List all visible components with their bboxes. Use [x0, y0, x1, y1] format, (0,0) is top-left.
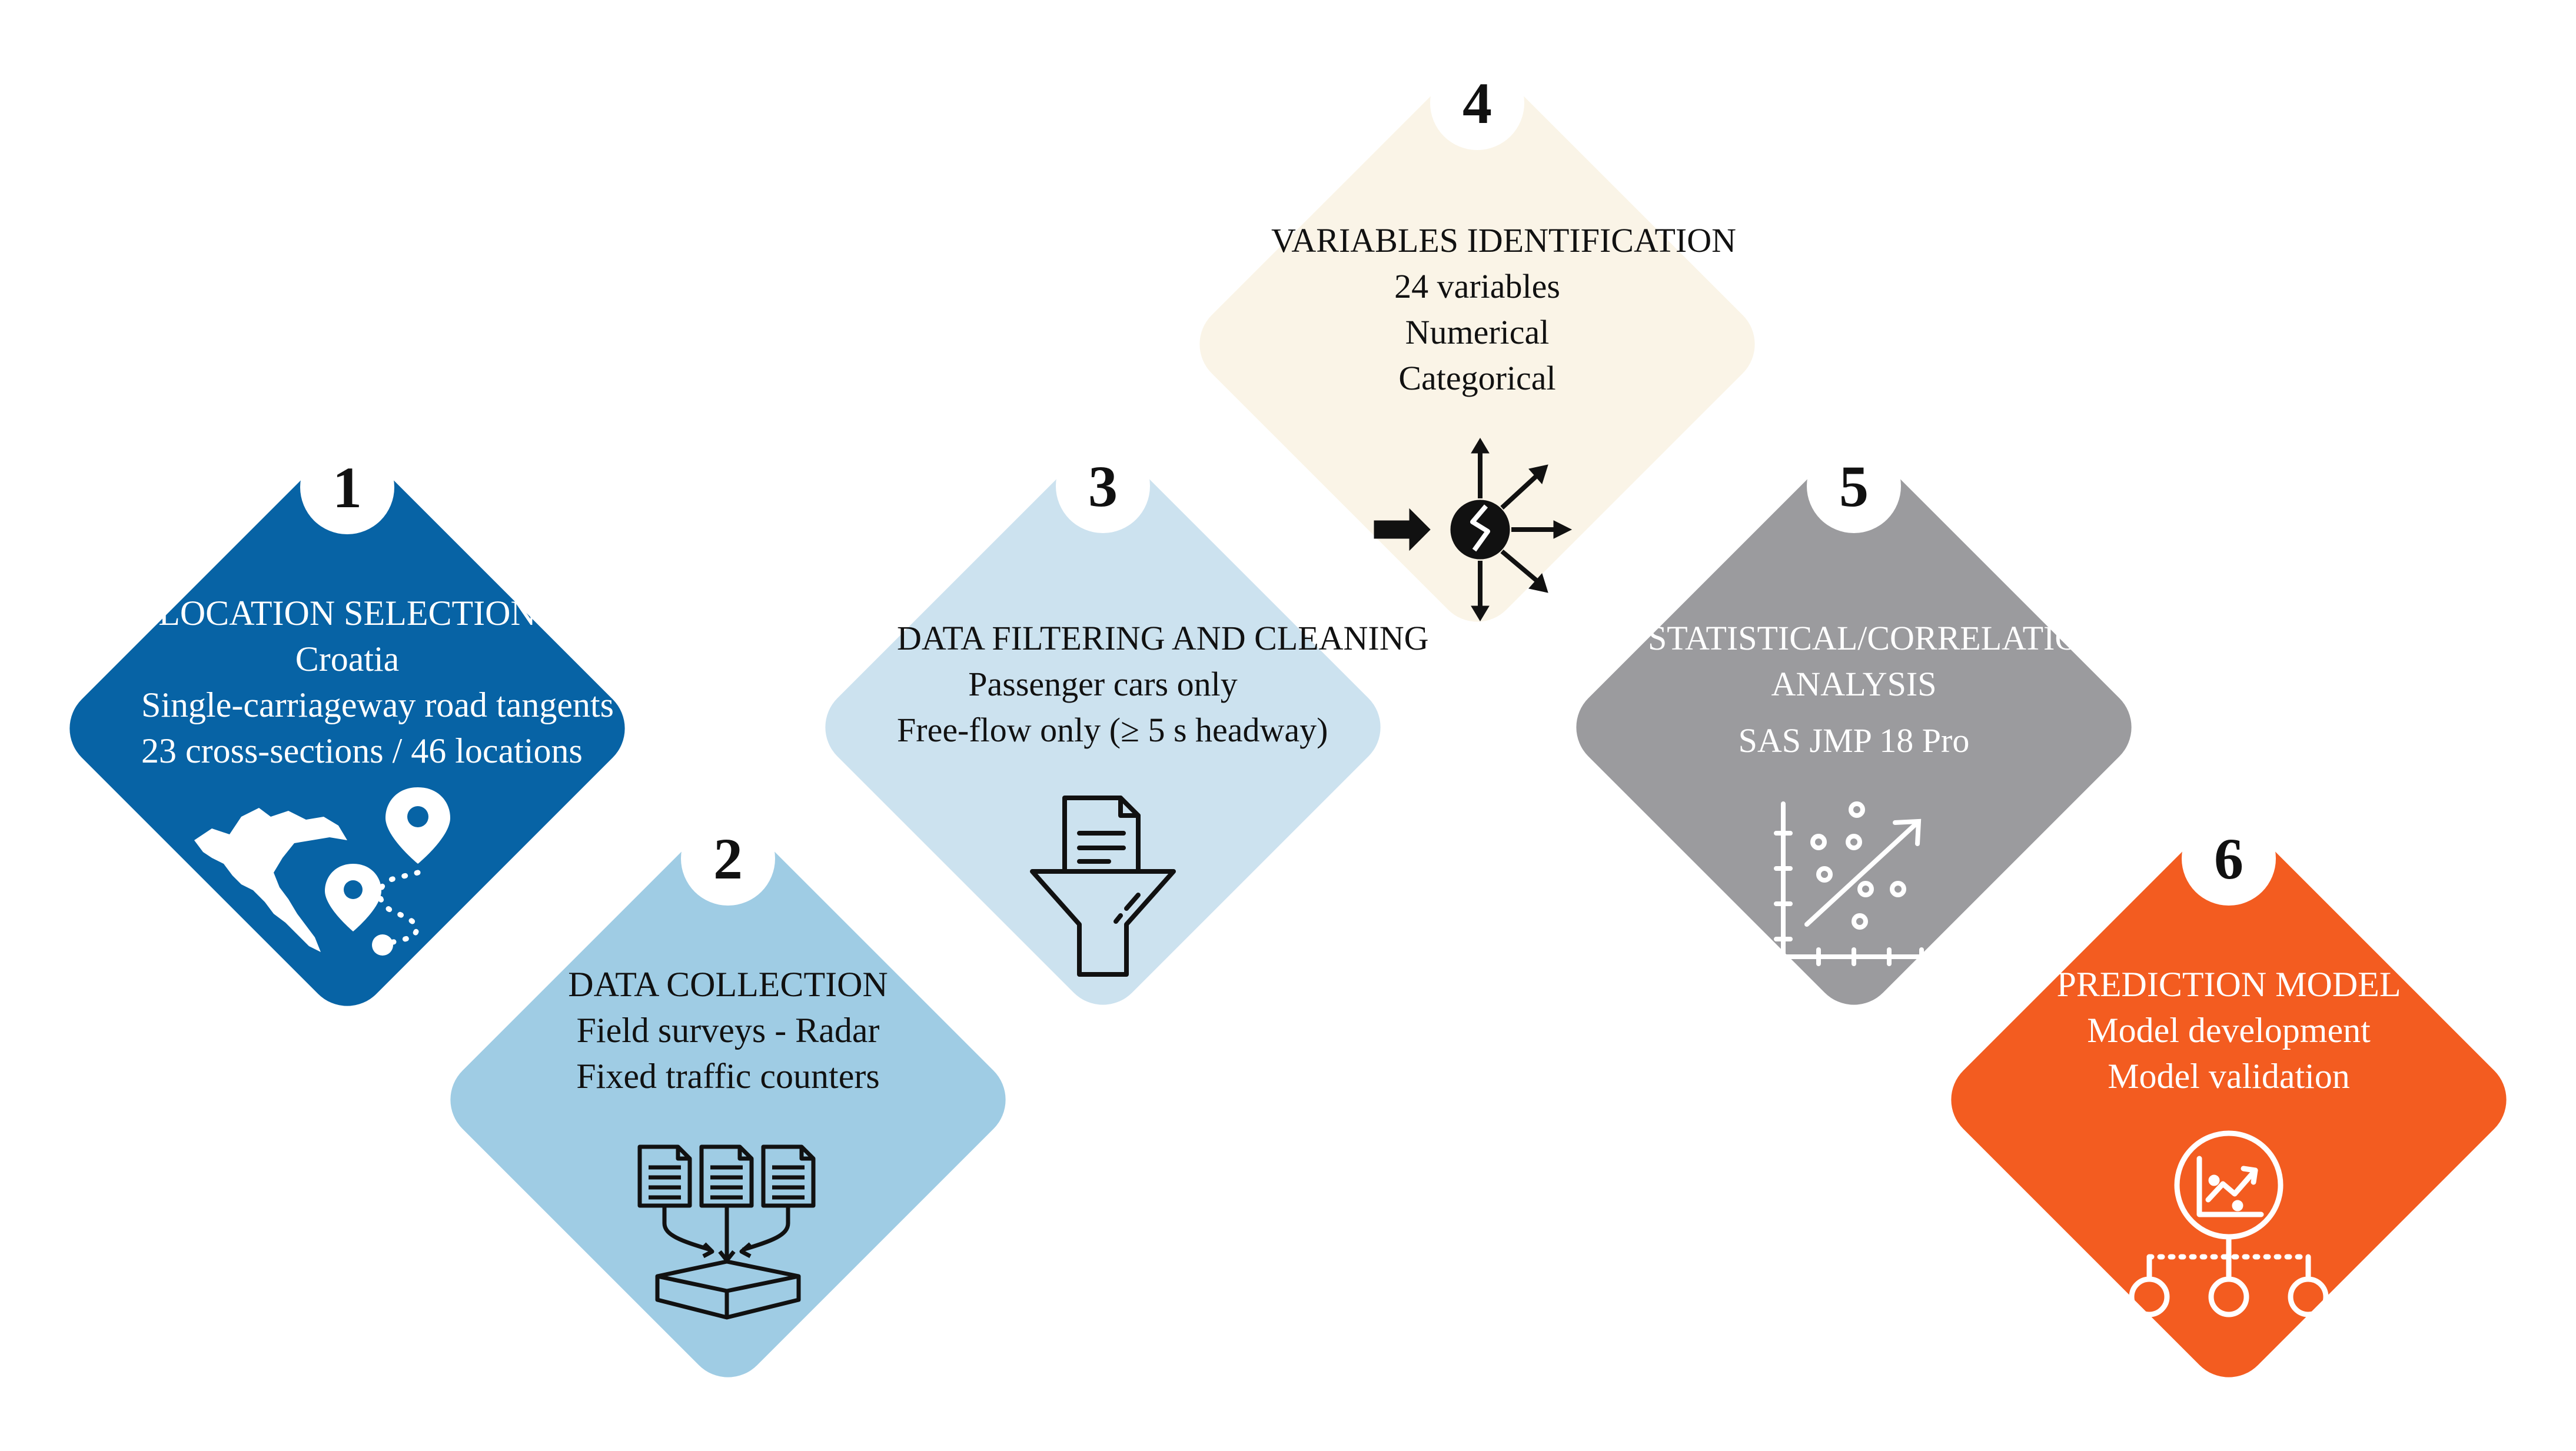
step-6-number-badge: 6 [2182, 811, 2276, 906]
step-1-text: LOCATION SELECTION Croatia Single-carria… [141, 590, 614, 774]
step-4-line-2: Numerical [1405, 313, 1550, 351]
step-4-text: VARIABLES IDENTIFICATION 24 variables Nu… [1271, 218, 1736, 401]
step-2-number-badge: 2 [681, 811, 775, 906]
prediction-model-icon [2129, 1130, 2329, 1317]
step-4-line-3: Categorical [1398, 359, 1556, 397]
step-6-text: PREDICTION MODEL Model development Model… [2023, 961, 2435, 1099]
step-4-diamond-shape [1199, 66, 1755, 622]
step-4-title: VARIABLES IDENTIFICATION [1271, 221, 1736, 259]
step-1-line-1: Croatia [295, 640, 400, 678]
step-3-diamond-shape [825, 450, 1381, 1005]
step-6-diamond-shape [1951, 822, 2507, 1377]
step-5-number-badge: 5 [1807, 439, 1901, 533]
step-5-title: STATISTICAL/CORRELATION [1648, 619, 2105, 657]
step-5-text: STATISTICAL/CORRELATION ANALYSIS SAS JMP… [1648, 615, 2105, 764]
step-5-diamond-shape [1576, 450, 2132, 1005]
step-2-line-1: Field surveys - Radar [576, 1011, 880, 1050]
step-2-title: DATA COLLECTION [568, 965, 888, 1004]
step-5-line-1: SAS JMP 18 Pro [1738, 721, 1970, 760]
step-1-number-badge: 1 [300, 440, 394, 534]
step-6-title: PREDICTION MODEL [2056, 965, 2401, 1004]
step-1-location-selection: 1 LOCATION SELECTION Croatia Single-carr… [12, 393, 683, 1064]
step-1-diamond-shape [69, 451, 625, 1006]
scatter-plot-icon [1774, 801, 1936, 966]
step-3-data-filtering: 3 DATA FILTERING AND CLEANING Passenger … [767, 392, 1438, 1063]
step-5-statistical-analysis: 5 STATISTICAL/CORRELATION ANALYSIS SAS J… [1518, 392, 2189, 1063]
step-1-line-2: Single-carriageway road tangents [141, 685, 614, 724]
step-1-line-3: 23 cross-sections / 46 locations [141, 731, 583, 770]
step-6-line-2: Model validation [2108, 1057, 2350, 1096]
step-2-text: DATA COLLECTION Field surveys - Radar Fi… [522, 961, 934, 1099]
document-funnel-icon [1030, 796, 1176, 977]
step-2-data-collection: 2 DATA COLLECTION Field surveys - Radar … [393, 764, 1063, 1435]
variables-hub-arrows-icon [1374, 438, 1573, 621]
step-4-number-badge: 4 [1430, 56, 1524, 150]
step-3-number-badge: 3 [1056, 439, 1150, 533]
croatia-map-route-icon [192, 787, 464, 956]
step-6-prediction-model: 6 PREDICTION MODEL Model development Mod… [1893, 764, 2564, 1435]
step-4-variables-identification: 4 VARIABLES IDENTIFICATION 24 variables … [1142, 9, 1813, 680]
step-3-text: DATA FILTERING AND CLEANING Passenger ca… [897, 615, 1428, 753]
step-2-line-2: Fixed traffic counters [576, 1057, 880, 1096]
step-2-diamond-shape [450, 822, 1006, 1377]
step-5-title-line-2: ANALYSIS [1771, 665, 1937, 703]
step-4-line-1: 24 variables [1394, 267, 1560, 305]
documents-into-tray-icon [637, 1144, 816, 1320]
step-3-line-2: Free-flow only (≥ 5 s headway) [897, 711, 1328, 749]
step-3-line-1: Passenger cars only [968, 665, 1238, 703]
step-6-line-1: Model development [2087, 1011, 2371, 1050]
step-1-title: LOCATION SELECTION [158, 594, 536, 633]
